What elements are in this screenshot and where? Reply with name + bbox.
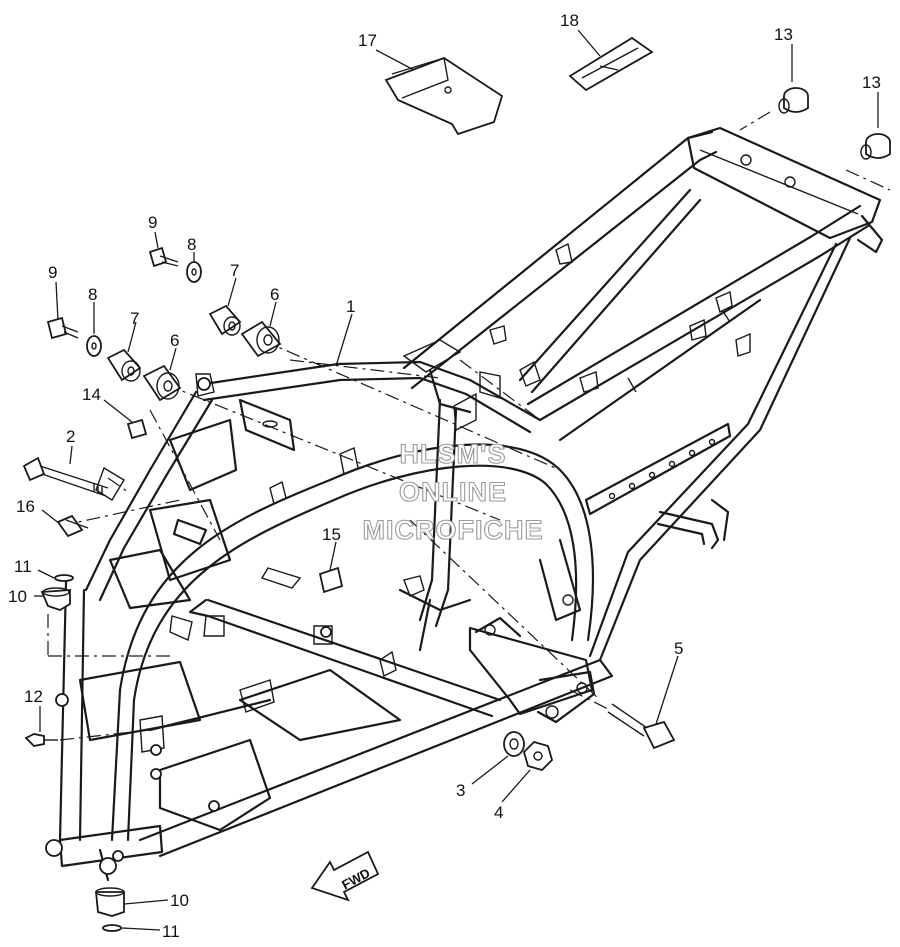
part-11-oring-lower <box>102 924 122 932</box>
frame-tabs <box>95 242 751 753</box>
part-6-spacer-lower <box>142 364 182 402</box>
callout-9-upper: 9 <box>148 213 157 232</box>
callout-1: 1 <box>346 297 355 316</box>
part-12-fitting <box>24 733 58 747</box>
callout-12: 12 <box>24 687 43 706</box>
part-4-nut <box>522 740 554 772</box>
part-18-tool <box>568 36 654 92</box>
part-13-damper-upper <box>778 87 809 114</box>
main-frame <box>58 126 884 882</box>
callout-15: 15 <box>322 525 341 544</box>
callout-6-lower: 6 <box>170 331 179 350</box>
part-13-damper-lower <box>860 133 891 160</box>
callout-10-lower: 10 <box>170 891 189 910</box>
part-10-grommet-upper <box>40 587 71 611</box>
part-11-oring-upper <box>54 574 74 582</box>
part-2-long-bolt <box>22 456 109 497</box>
callout-2: 2 <box>66 427 75 446</box>
part-9-bolt-upper <box>148 246 179 268</box>
part-5-pivot-bolt <box>607 703 676 750</box>
callout-17: 17 <box>358 31 377 50</box>
callout-7-upper: 7 <box>230 261 239 280</box>
callout-6-upper: 6 <box>270 285 279 304</box>
callout-14: 14 <box>82 385 101 404</box>
callout-labels: 17 18 13 13 9 8 7 6 9 8 7 6 1 14 2 16 15… <box>8 11 881 941</box>
part-7-collar-lower <box>106 348 142 382</box>
callout-11-upper: 11 <box>14 557 32 576</box>
part-8-washer-lower <box>86 335 102 357</box>
callout-9-lower: 9 <box>48 263 57 282</box>
callout-5: 5 <box>674 639 683 658</box>
part-6-spacer-upper <box>240 320 282 358</box>
callout-8-lower: 8 <box>88 285 97 304</box>
frame-bosses <box>45 377 332 875</box>
watermark: HLSM'S ONLINE MICROFICHE <box>362 438 544 545</box>
part-7-collar-upper <box>208 304 242 336</box>
part-8-washer-upper <box>186 261 202 283</box>
watermark-line-1: HLSM'S <box>400 439 507 469</box>
callout-7-lower: 7 <box>130 309 139 328</box>
part-16-clamp <box>56 514 89 538</box>
leader-lines <box>34 29 879 931</box>
callout-3: 3 <box>456 781 465 800</box>
forward-direction-arrow: FWD <box>310 850 380 902</box>
callout-18: 18 <box>560 11 579 30</box>
watermark-line-2: ONLINE <box>399 477 507 507</box>
part-3-washer <box>503 731 525 757</box>
callout-8-upper: 8 <box>187 235 196 254</box>
callout-10-upper: 10 <box>8 587 27 606</box>
assembly-dash-lines <box>47 111 891 741</box>
part-9-bolt-lower <box>46 316 79 340</box>
part-14-nut <box>126 418 148 440</box>
watermark-line-3: MICROFICHE <box>363 515 544 545</box>
callout-16: 16 <box>16 497 35 516</box>
part-10-grommet-lower <box>95 887 125 917</box>
callout-13-lower: 13 <box>862 73 881 92</box>
callout-11-lower: 11 <box>162 922 180 941</box>
part-17-pouch <box>384 56 504 136</box>
callout-13-upper: 13 <box>774 25 793 44</box>
callout-4: 4 <box>494 803 503 822</box>
part-15-plate <box>318 566 344 594</box>
